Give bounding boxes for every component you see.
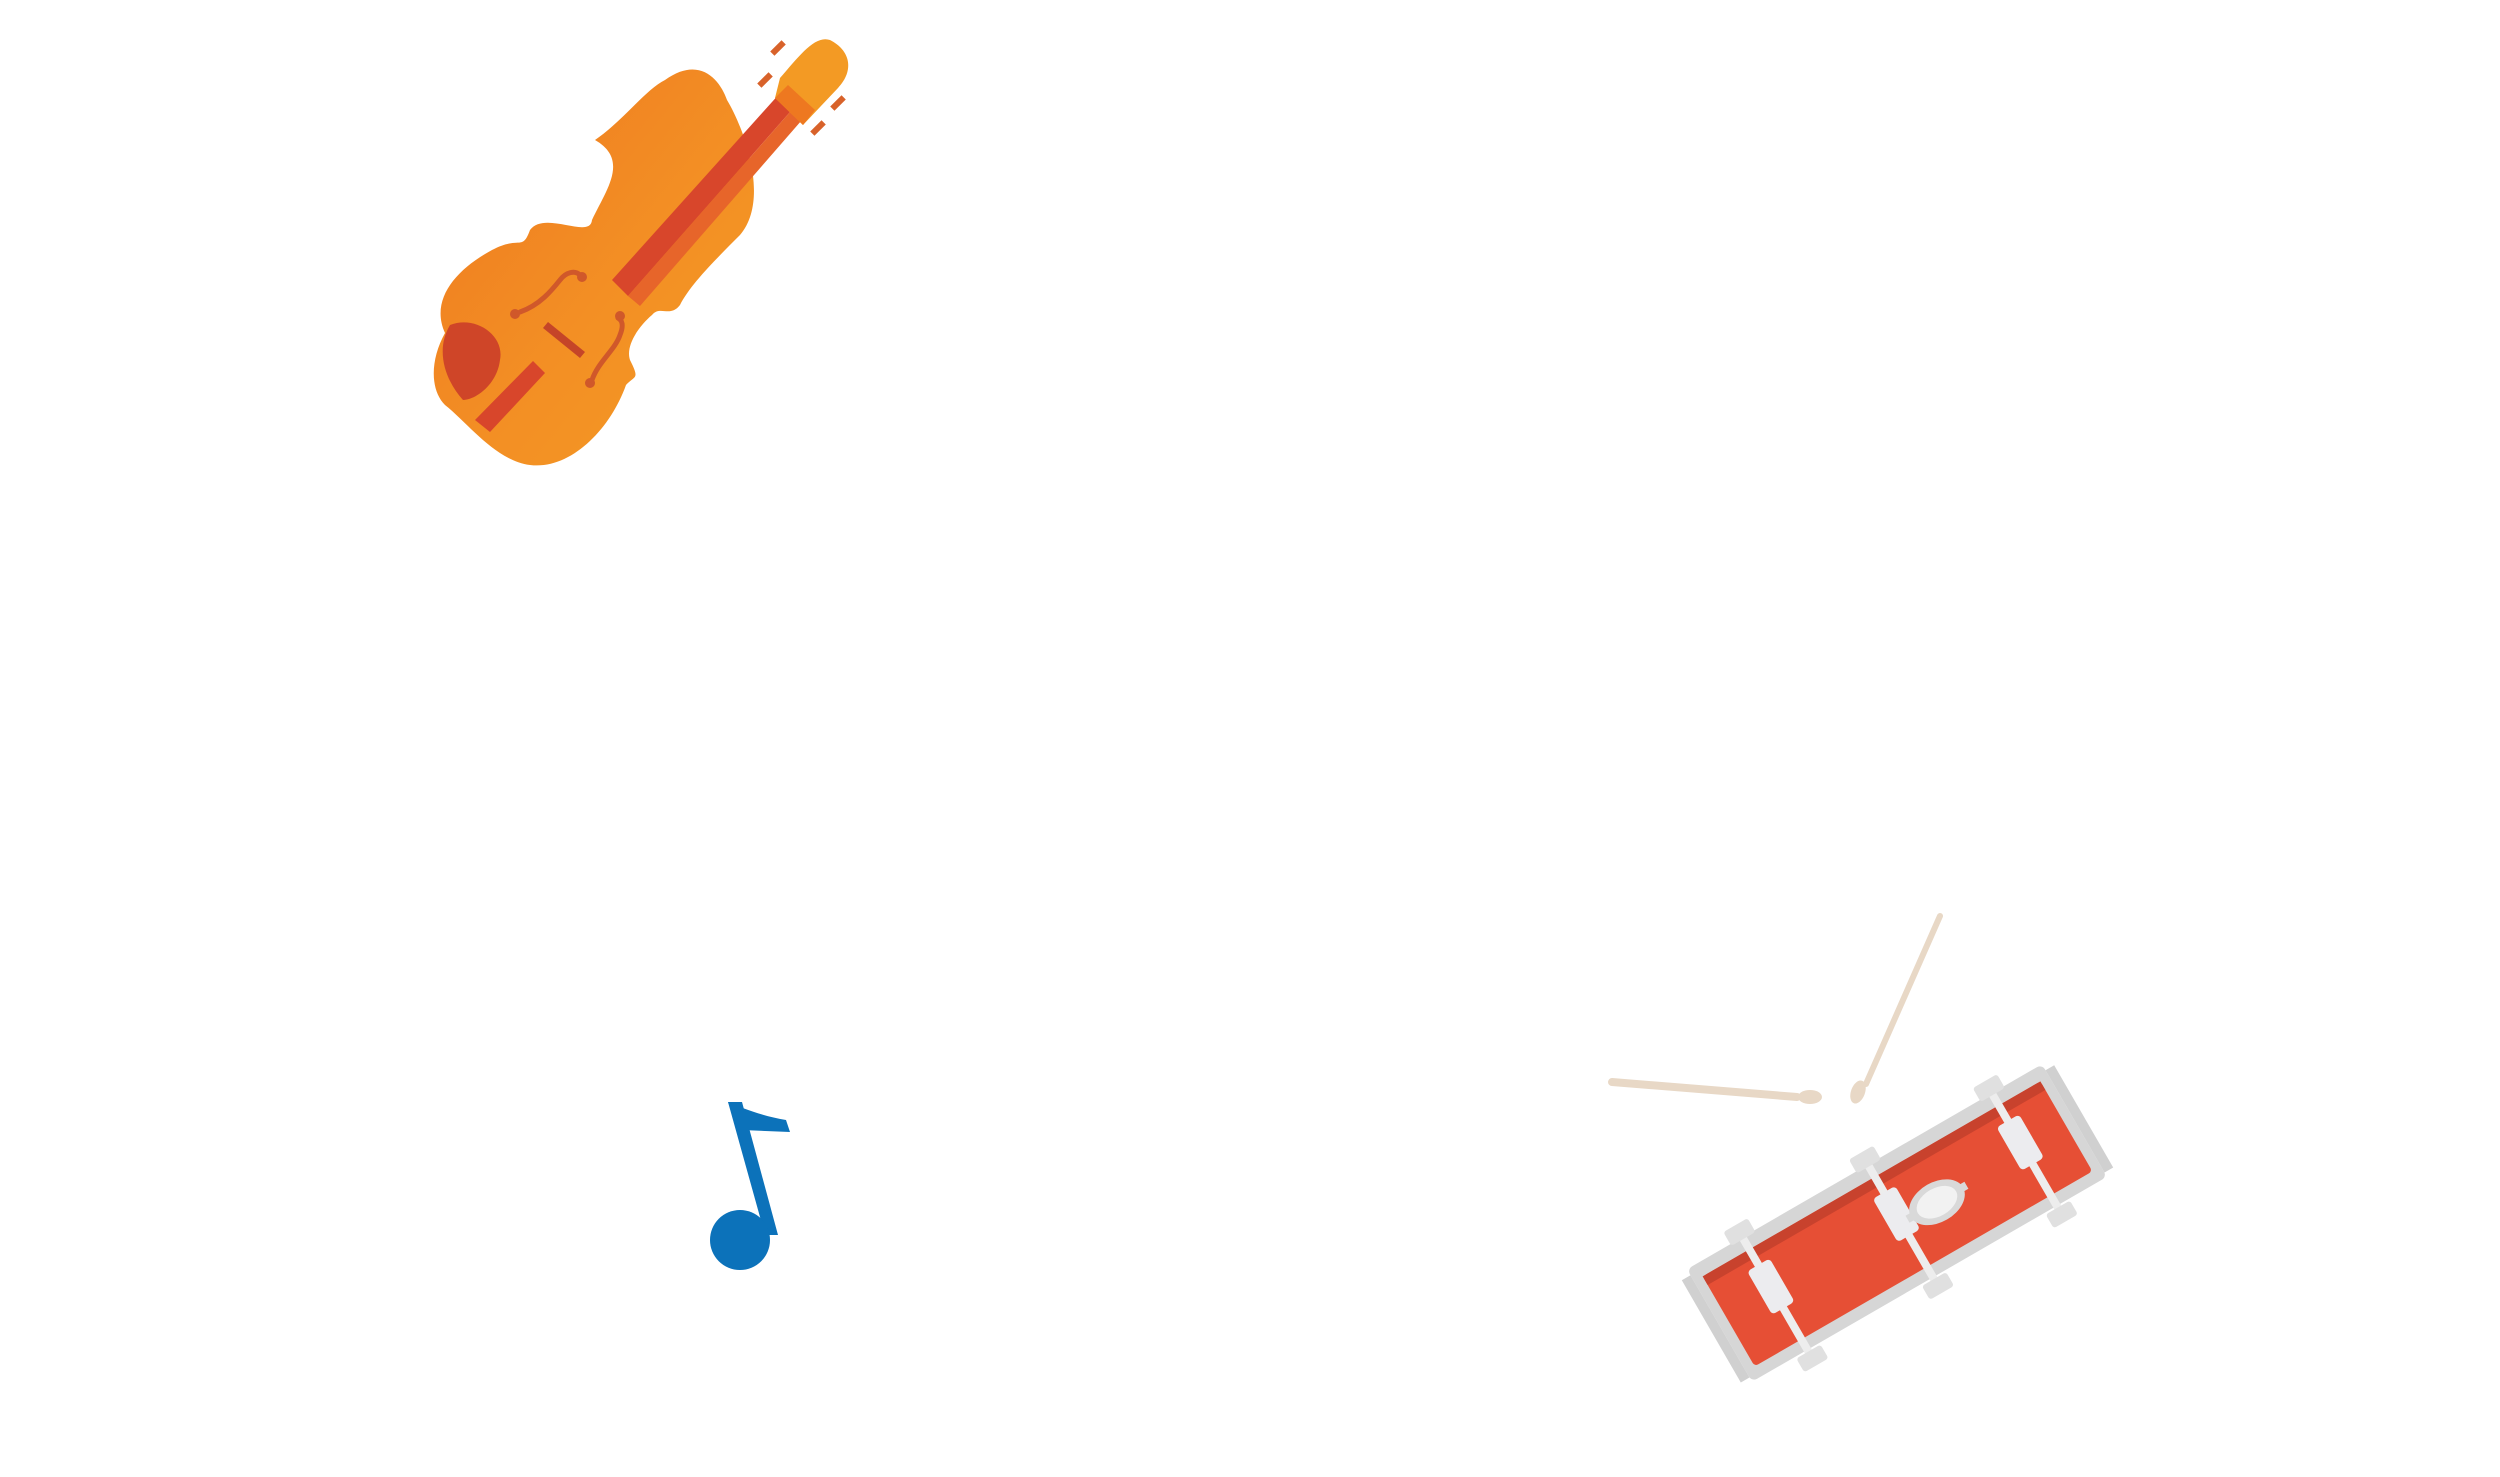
- violin-icon: [433, 39, 849, 466]
- snare-drum-icon: [1681, 1065, 2114, 1383]
- music-note-icon: [710, 1102, 790, 1270]
- drumsticks-icon: [1608, 913, 1943, 1104]
